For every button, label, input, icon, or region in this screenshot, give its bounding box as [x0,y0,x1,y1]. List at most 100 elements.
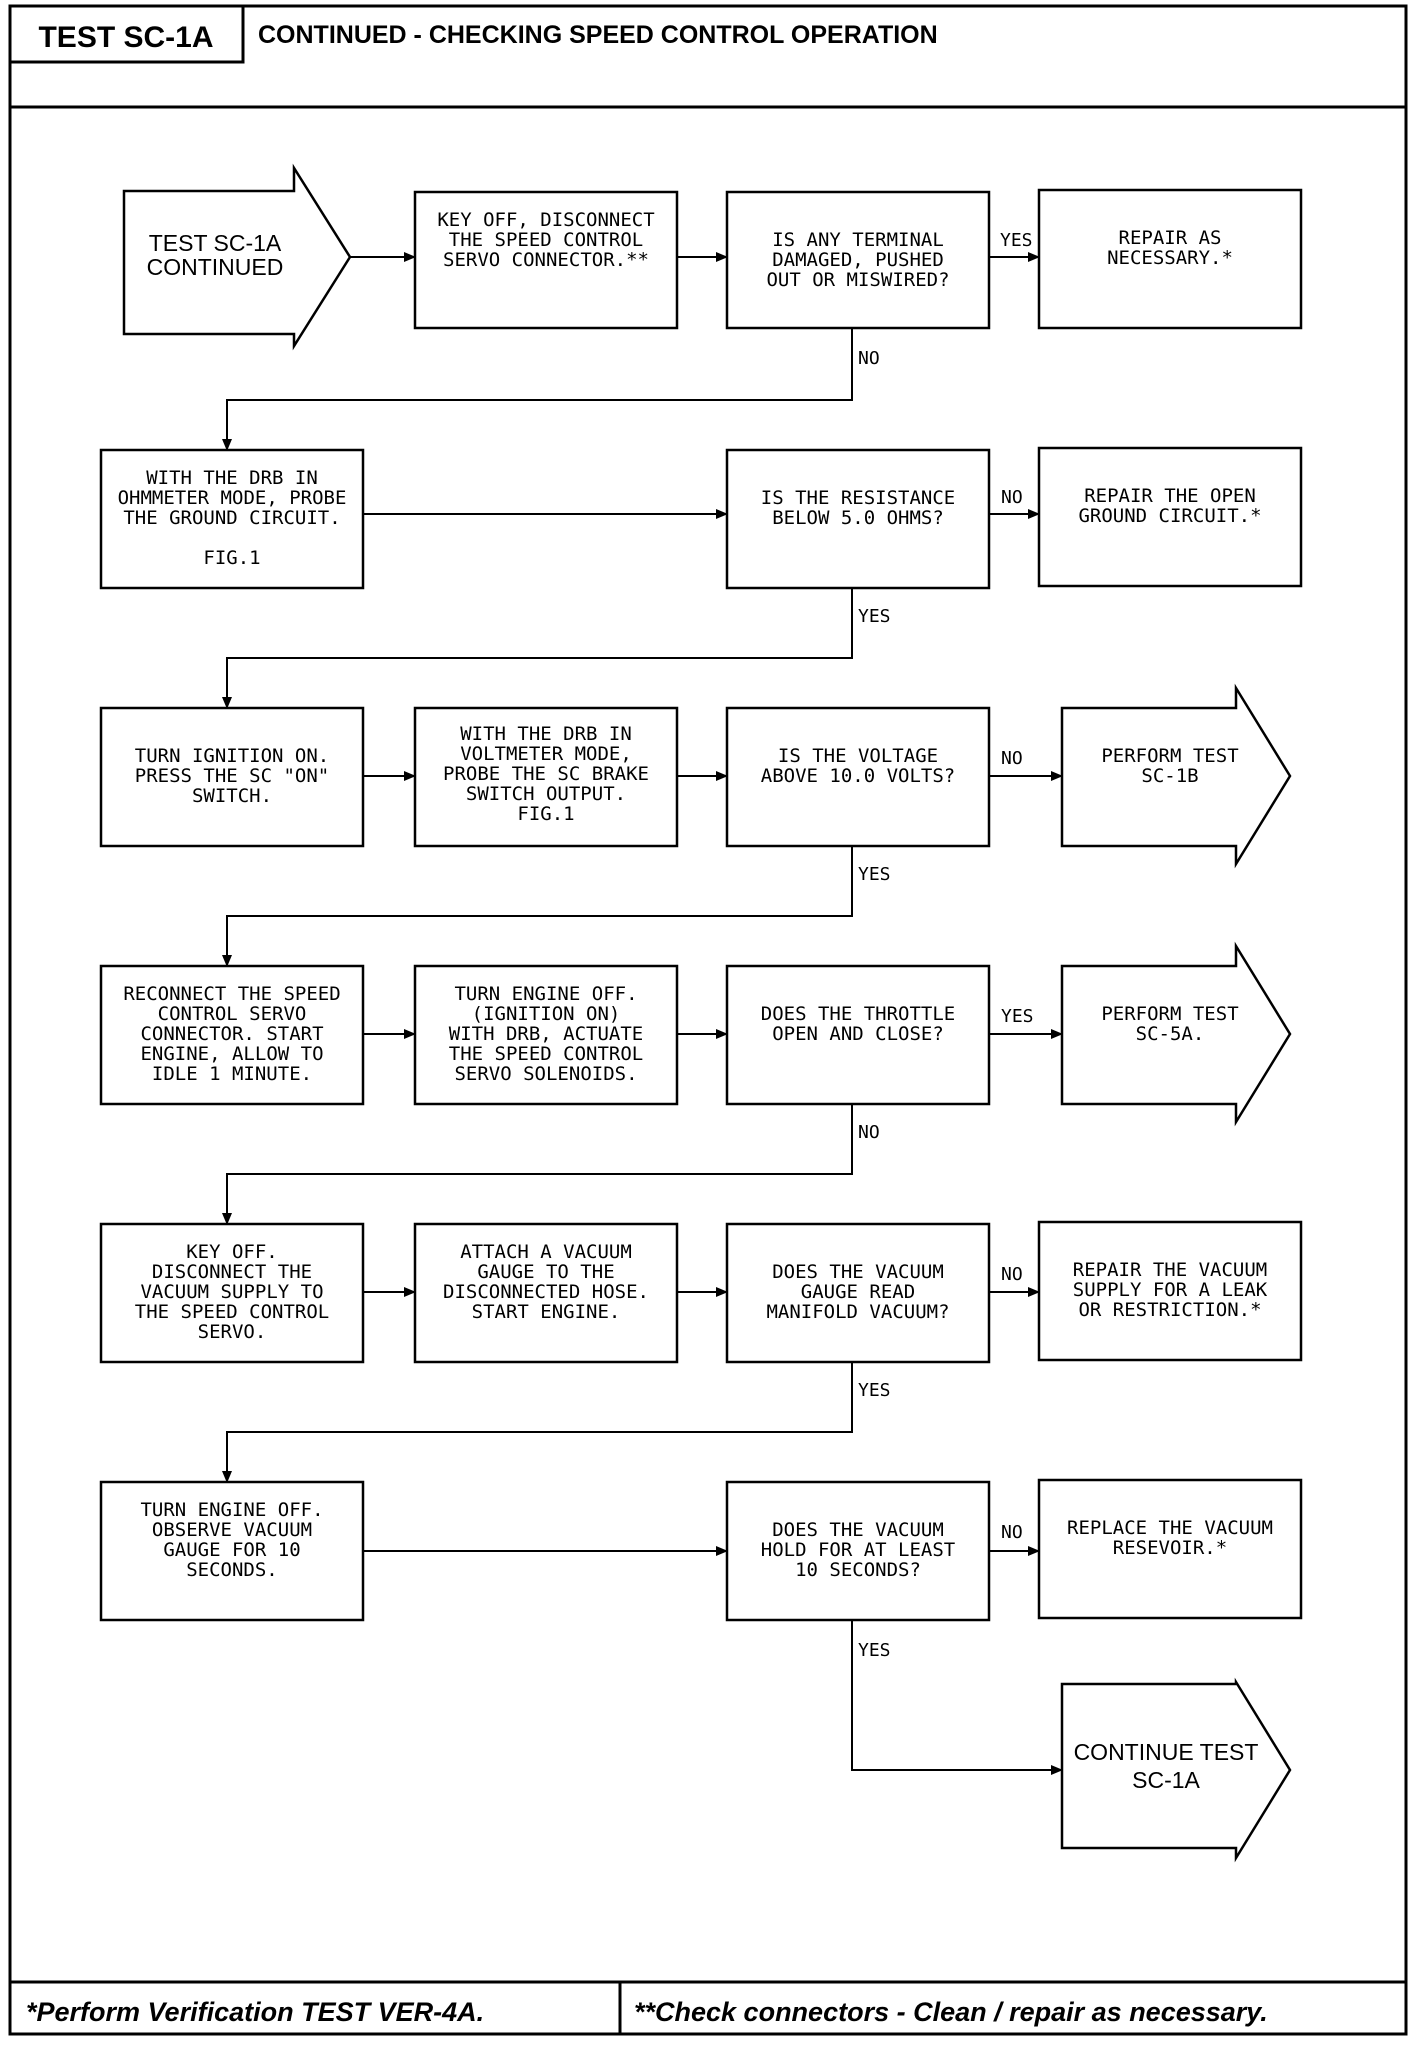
replace-reservoir-line-2: RESEVOIR.* [1113,1537,1227,1559]
observe-gauge-line-2: OBSERVE VACUUM [152,1519,312,1541]
repair-as-necessary-text: REPAIR AS NECESSARY.* [1107,227,1233,269]
connector-yes-to-ignition [222,588,853,709]
observe-gauge-line-4: SECONDS. [186,1559,278,1581]
vacuum-supply-line-4: THE SPEED CONTROL [135,1301,329,1323]
key-off-disconnect-servo-line-3: SERVO CONNECTOR.** [443,249,649,271]
throttle-line-1: DOES THE THROTTLE [761,1003,955,1025]
ohmmeter-probe-ground-text: WITH THE DRB IN OHMMETER MODE, PROBE THE… [118,467,347,569]
reconnect-servo-box [99,964,365,1106]
key-off-disconnect-servo-line-2: THE SPEED CONTROL [449,229,643,251]
repair-vacuum-supply-box [1037,1220,1303,1362]
actuate-line-4: THE SPEED CONTROL [449,1043,643,1065]
voltmeter-line-2: VOLTMETER MODE, [460,743,632,765]
voltage-line-1: IS THE VOLTAGE [778,745,938,767]
test-id-cell [8,4,245,64]
voltage-decision-box [725,706,991,848]
no-label: NO [1001,487,1023,508]
reconnect-line-1: RECONNECT THE SPEED [123,983,340,1005]
attach-gauge-line-3: DISCONNECTED HOSE. [443,1281,649,1303]
key-off-disconnect-servo-line-1: KEY OFF, DISCONNECT [437,209,654,231]
reconnect-servo-text: RECONNECT THE SPEED CONTROL SERVO CONNEC… [123,983,340,1085]
no-label: NO [1001,1522,1023,1543]
start-arrow-line-2: CONTINUED [147,254,284,280]
repair-vacuum-supply-text: REPAIR THE VACUUM SUPPLY FOR A LEAK OR R… [1073,1259,1268,1321]
voltmeter-line-3: PROBE THE SC BRAKE [443,763,649,785]
perform-sc-5a-arrow [1060,941,1292,1127]
actuate-servo-solenoids-text: TURN ENGINE OFF. (IGNITION ON) WITH DRB,… [449,983,643,1085]
repair-vacuum-line-1: REPAIR THE VACUUM [1073,1259,1267,1281]
test-id: TEST SC-1A [38,21,213,54]
attach-gauge-line-4: START ENGINE. [472,1301,621,1323]
yes-label: YES [858,606,891,627]
voltmeter-fig-ref: FIG.1 [517,803,574,825]
voltmeter-line-1: WITH THE DRB IN [460,723,632,745]
terminal-damaged-line-2: DAMAGED, PUSHED [772,249,944,271]
vacuum-hold-line-3: 10 SECONDS? [795,1559,921,1581]
replace-vacuum-reservoir-box [1037,1478,1303,1620]
manifold-vacuum-line-1: DOES THE VACUUM [772,1261,944,1283]
actuate-line-3: WITH DRB, ACTUATE [449,1023,643,1045]
repair-open-ground-text: REPAIR THE OPEN GROUND CIRCUIT.* [1078,485,1261,527]
reconnect-line-3: CONNECTOR. START [140,1023,323,1045]
repair-vacuum-line-2: SUPPLY FOR A LEAK [1073,1279,1268,1301]
perform-sc-1b-line-1: PERFORM TEST [1101,745,1238,767]
observe-gauge-line-1: TURN ENGINE OFF. [140,1499,323,1521]
resistance-line-2: BELOW 5.0 OHMS? [772,507,944,529]
turn-ignition-line-3: SWITCH. [192,785,272,807]
continue-test-line-2: SC-1A [1132,1767,1200,1793]
perform-sc-5a-line-1: PERFORM TEST [1101,1003,1238,1025]
footnote-verification: *Perform Verification TEST VER-4A. [26,1997,484,2027]
replace-vacuum-reservoir-text: REPLACE THE VACUUM RESEVOIR.* [1067,1517,1273,1559]
start-arrow-shape [122,163,352,351]
reconnect-line-4: ENGINE, ALLOW TO [140,1043,323,1065]
no-label: NO [858,1122,880,1143]
yes-label: YES [1001,1006,1034,1027]
manifold-vacuum-line-2: GAUGE READ [801,1281,915,1303]
repair-open-ground-line-2: GROUND CIRCUIT.* [1078,505,1261,527]
turn-ignition-on-text: TURN IGNITION ON. PRESS THE SC "ON" SWIT… [135,745,329,807]
terminal-damaged-line-3: OUT OR MISWIRED? [766,269,949,291]
ohmmeter-line-3: THE GROUND CIRCUIT. [123,507,340,529]
page-frame [8,4,1408,2036]
terminal-damaged-line-1: IS ANY TERMINAL [772,229,944,251]
voltage-decision-text: IS THE VOLTAGE ABOVE 10.0 VOLTS? [761,745,955,787]
vacuum-hold-line-2: HOLD FOR AT LEAST [761,1539,955,1561]
perform-sc-1b-line-2: SC-1B [1141,765,1198,787]
actuate-line-2: (IGNITION ON) [472,1003,621,1025]
resistance-line-1: IS THE RESISTANCE [761,487,955,509]
vacuum-hold-decision-text: DOES THE VACUUM HOLD FOR AT LEAST 10 SEC… [761,1519,955,1581]
replace-reservoir-line-1: REPLACE THE VACUUM [1067,1517,1273,1539]
actuate-line-1: TURN ENGINE OFF. [454,983,637,1005]
observe-gauge-line-3: GAUGE FOR 10 [163,1539,300,1561]
no-label: NO [1001,1264,1023,1285]
attach-gauge-line-1: ATTACH A VACUUM [460,1241,632,1263]
connector-yes-to-continue [851,1620,1063,1775]
perform-sc-1b-text: PERFORM TEST SC-1B [1101,745,1238,787]
perform-sc-1b-arrow [1060,683,1292,869]
repair-as-necessary-line-1: REPAIR AS [1119,227,1222,249]
vacuum-supply-line-2: DISCONNECT THE [152,1261,312,1283]
turn-ignition-line-1: TURN IGNITION ON. [135,745,329,767]
manifold-vacuum-line-3: MANIFOLD VACUUM? [766,1301,949,1323]
start-arrow-line-1: TEST SC-1A [149,230,282,256]
start-arrow-label: TEST SC-1A CONTINUED [147,230,284,280]
ohmmeter-line-2: OHMMETER MODE, PROBE [118,487,347,509]
key-off-disconnect-servo-box [413,190,679,330]
yes-label: YES [858,864,891,885]
throttle-line-2: OPEN AND CLOSE? [772,1023,944,1045]
disconnect-vacuum-supply-box [99,1222,365,1364]
continue-test-arrow [1060,1677,1292,1863]
ohmmeter-fig-ref: FIG.1 [203,547,260,569]
manifold-vacuum-decision-text: DOES THE VACUUM GAUGE READ MANIFOLD VACU… [766,1261,949,1323]
disconnect-vacuum-supply-text: KEY OFF. DISCONNECT THE VACUUM SUPPLY TO… [135,1241,329,1343]
throttle-decision-text: DOES THE THROTTLE OPEN AND CLOSE? [761,1003,955,1045]
reconnect-line-5: IDLE 1 MINUTE. [152,1063,312,1085]
actuate-line-5: SERVO SOLENOIDS. [454,1063,637,1085]
perform-sc-5a-text: PERFORM TEST SC-5A. [1101,1003,1238,1045]
vacuum-hold-line-1: DOES THE VACUUM [772,1519,944,1541]
connector-no-to-vacuum-supply [222,1104,853,1225]
vacuum-hold-decision-box [725,1480,991,1622]
voltage-line-2: ABOVE 10.0 VOLTS? [761,765,955,787]
